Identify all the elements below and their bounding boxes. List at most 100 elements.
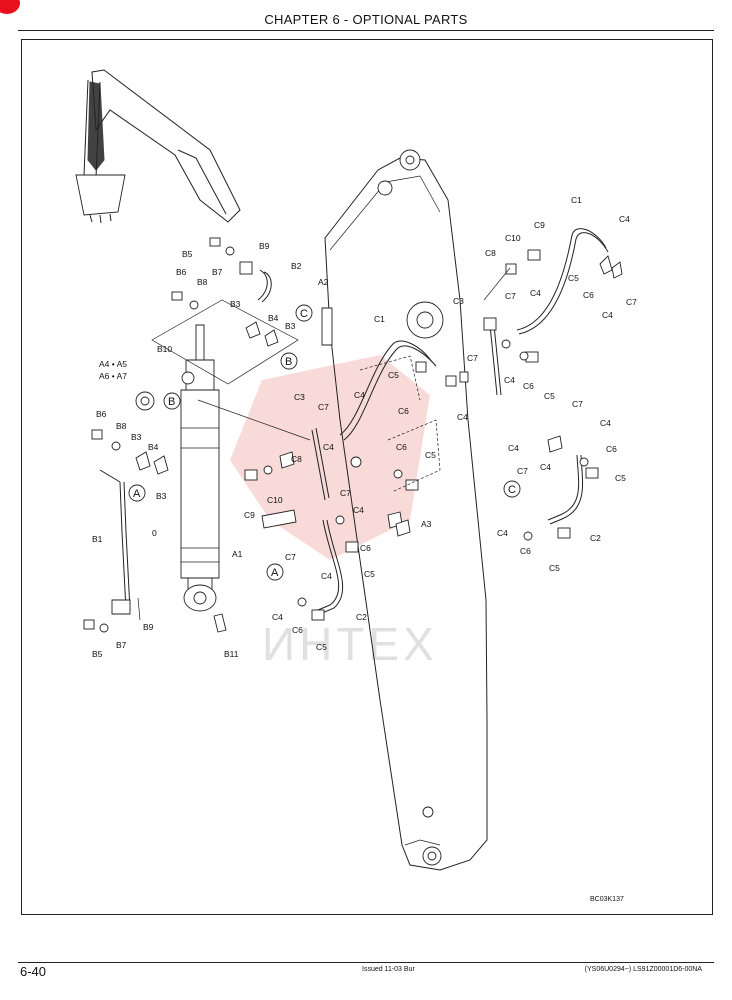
label-b4: B4 — [268, 313, 279, 323]
label-c4: C4 — [600, 418, 611, 428]
label-b10: B10 — [157, 344, 172, 354]
label-c7: C7 — [285, 552, 296, 562]
label-b3: B3 — [156, 491, 167, 501]
label-c4: C4 — [457, 412, 468, 422]
label-b7: B7 — [116, 640, 127, 650]
label-c4: C4 — [619, 214, 630, 224]
label-c6: C6 — [583, 290, 594, 300]
label-c5: C5 — [425, 450, 436, 460]
label-c7: C7 — [318, 402, 329, 412]
leader-lines — [137, 267, 511, 621]
callout-a-mid — [266, 563, 284, 581]
drawing-frame — [21, 39, 713, 915]
label-c4: C4 — [272, 612, 283, 622]
label-c7: C7 — [626, 297, 637, 307]
label-c4: C4 — [530, 288, 541, 298]
callout-b-cylinder — [163, 392, 181, 410]
label-c7: C7 — [572, 399, 583, 409]
label-c4: C4 — [540, 462, 551, 472]
label-c3: C3 — [294, 392, 305, 402]
label-c3: C3 — [453, 296, 464, 306]
label-c9: C9 — [244, 510, 255, 520]
label-c2: C2 — [590, 533, 601, 543]
header-rule — [18, 30, 714, 31]
callout-c-top — [295, 304, 313, 322]
label-c6: C6 — [360, 543, 371, 553]
pipes — [99, 228, 609, 615]
label-b5: B5 — [92, 649, 103, 659]
label-c4: C4 — [504, 375, 515, 385]
chapter-title: CHAPTER 6 - OPTIONAL PARTS — [264, 12, 468, 27]
svg-text:B: B — [285, 356, 292, 368]
watermark-logo — [230, 355, 430, 560]
label-c4: C4 — [321, 571, 332, 581]
label-b8: B8 — [116, 421, 127, 431]
label-c1: C1 — [374, 314, 385, 324]
label-c4: C4 — [508, 443, 519, 453]
label-b3: B3 — [285, 321, 296, 331]
page-number: 6-40 — [20, 964, 47, 979]
label-b3: B3 — [230, 299, 241, 309]
label-c4: C4 — [497, 528, 508, 538]
label-b4: B4 — [148, 442, 159, 452]
label-c4: C4 — [354, 390, 365, 400]
label-c5: C5 — [615, 473, 626, 483]
label-b9: B9 — [259, 241, 270, 251]
label-b7: B7 — [212, 267, 223, 277]
callout-a-left — [128, 484, 146, 502]
label-c7: C7 — [505, 291, 516, 301]
label-a1: A1 — [232, 549, 243, 559]
callout-b-top — [280, 352, 298, 370]
watermark-text: ИНТЕХ — [262, 618, 438, 670]
label-c5: C5 — [568, 273, 579, 283]
label-c6: C6 — [396, 442, 407, 452]
label-b9: B9 — [143, 622, 154, 632]
label-b1: B1 — [92, 534, 103, 544]
small-parts — [83, 237, 623, 633]
svg-text:B: B — [168, 396, 175, 408]
label-c8: C8 — [291, 454, 302, 464]
label-c7: C7 — [517, 466, 528, 476]
corner-badge — [0, 0, 20, 14]
svg-text:A: A — [271, 567, 279, 579]
label-c7: C7 — [340, 488, 351, 498]
label-c6: C6 — [292, 625, 303, 635]
label-c9: C9 — [534, 220, 545, 230]
arm-thumbnail — [75, 69, 241, 224]
label-c2: C2 — [356, 612, 367, 622]
label-a3: A3 — [421, 519, 432, 529]
issued-date: Issued 11-03 Bur — [362, 966, 415, 973]
label-c1: C1 — [571, 195, 582, 205]
label-a6-a7: A6 • A7 — [99, 371, 127, 381]
label-zero: 0 — [152, 528, 157, 538]
label-c6: C6 — [398, 406, 409, 416]
label-b8: B8 — [197, 277, 208, 287]
label-c6: C6 — [520, 546, 531, 556]
label-c4: C4 — [323, 442, 334, 452]
label-c7: C7 — [467, 353, 478, 363]
label-b11: B11 — [224, 649, 239, 659]
label-b3: B3 — [131, 432, 142, 442]
label-c6: C6 — [523, 381, 534, 391]
part-labels: B5 B9 B2 B6 B7 B8 B3 B4 B3 B10 A4 • A5 A… — [92, 195, 637, 903]
footer-rule — [18, 962, 714, 963]
label-c5: C5 — [549, 563, 560, 573]
callout-c-right — [503, 480, 521, 498]
drawing-reference-code: BC03K137 — [590, 896, 624, 903]
label-c10: C10 — [267, 495, 283, 505]
label-c10: C10 — [505, 233, 521, 243]
label-c5: C5 — [544, 391, 555, 401]
serial-range: (YS06U0294~) LS91Z00001D6-00NA — [584, 966, 702, 973]
svg-text:A: A — [133, 488, 141, 500]
label-a4-a5: A4 • A5 — [99, 359, 127, 369]
label-c5: C5 — [316, 642, 327, 652]
label-b2: B2 — [291, 261, 302, 271]
label-c4: C4 — [353, 505, 364, 515]
label-c8: C8 — [485, 248, 496, 258]
label-b5: B5 — [182, 249, 193, 259]
label-c5: C5 — [388, 370, 399, 380]
label-c6: C6 — [606, 444, 617, 454]
label-a2: A2 — [318, 277, 329, 287]
label-c4: C4 — [602, 310, 613, 320]
